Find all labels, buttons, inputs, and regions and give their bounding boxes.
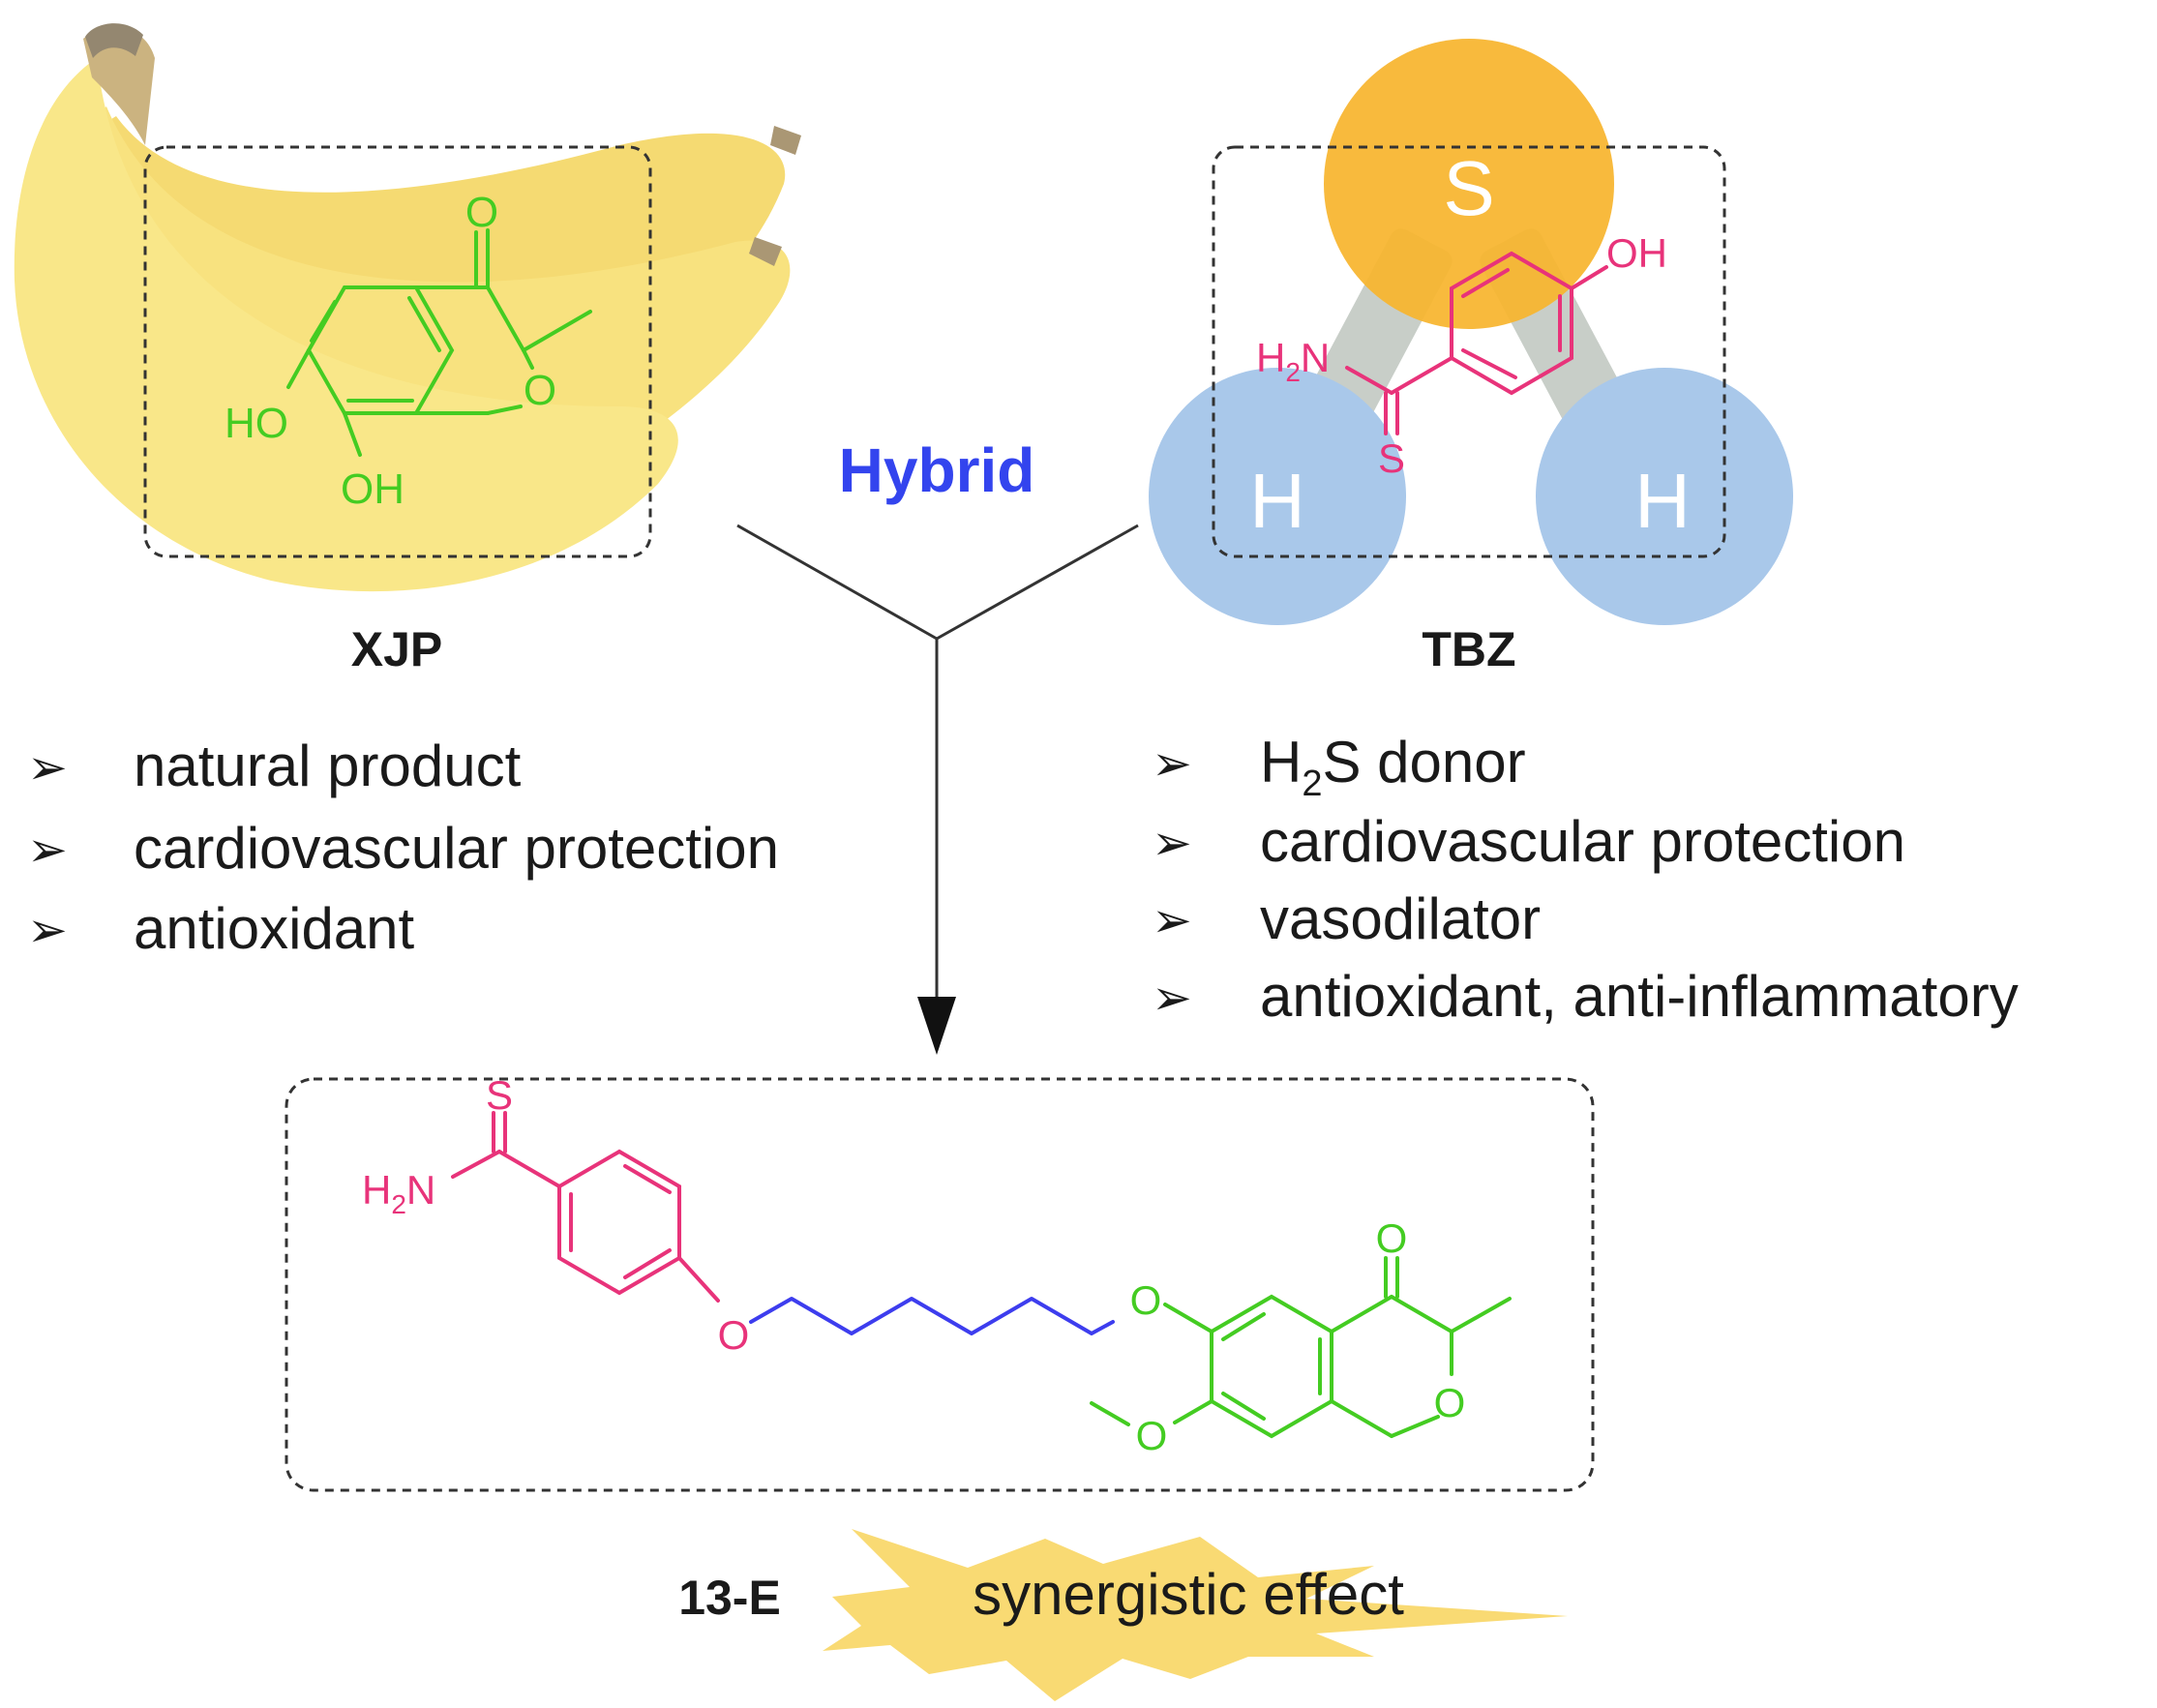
xjp-bullet-list: ➢ natural product ➢ cardiovascular prote… (27, 734, 779, 961)
tbz-h2n-h: H (1256, 335, 1285, 380)
tbz-thio-s: S (1378, 435, 1405, 481)
xjp-oh-label: OH (341, 465, 404, 513)
tbz-bullet-4: antioxidant, anti-inflammatory (1260, 964, 2019, 1029)
tbz-bullet-3: vasodilator (1260, 886, 1541, 951)
svg-text:H2N: H2N (1256, 335, 1330, 387)
xjp-carbonyl-o: O (465, 189, 498, 236)
tbz-h2n-label: H2N (1256, 335, 1330, 387)
hydrogen-left-label: H (1249, 458, 1305, 544)
sulfur-atom-label: S (1443, 145, 1494, 231)
banana-stem (83, 27, 155, 145)
arrow-head (917, 997, 956, 1055)
hydrogen-right-label: H (1634, 458, 1691, 544)
xjp-ring-o: O (524, 367, 556, 414)
tbz-structure (1345, 251, 1608, 435)
tbz-h2n-n: N (1301, 335, 1330, 380)
tbz-space-filling-model: S H H (1149, 39, 1793, 625)
banana-tip-2 (749, 237, 782, 266)
product-title: 13-E (678, 1571, 781, 1625)
hybrid-label: Hybrid (839, 435, 1035, 505)
tbz-h2n-sub: 2 (1285, 357, 1301, 387)
xjp-bullet-1: natural product (134, 734, 522, 798)
tbz-bullet-glyph-3: ➢ (1152, 893, 1192, 947)
hydrogen-atom-right (1536, 368, 1793, 625)
product-h2n-sub: 2 (391, 1189, 406, 1219)
xjp-bullet-glyph-2: ➢ (27, 823, 68, 877)
banana-tip-1 (770, 126, 801, 155)
product-thio-s: S (486, 1072, 513, 1118)
tbz-bullet-1-prefix: H (1260, 730, 1302, 794)
banana-front (14, 58, 678, 592)
product-methoxy-o: O (1136, 1413, 1168, 1458)
synergy-burst (823, 1529, 1568, 1701)
product-dashed-box (285, 1077, 1595, 1492)
product-ring-o: O (1434, 1380, 1466, 1425)
product-h2n-h: H (362, 1167, 391, 1213)
tbz-oh-label: OH (1606, 230, 1667, 276)
xjp-bullet-2: cardiovascular protection (134, 816, 779, 881)
sulfur-atom (1324, 39, 1614, 329)
xjp-bullet-3: antioxidant (134, 896, 415, 961)
product-o-pink: O (718, 1312, 750, 1358)
xjp-bullet-glyph-3: ➢ (27, 903, 68, 957)
tbz-bullet-glyph-4: ➢ (1152, 971, 1192, 1025)
product-o-green: O (1130, 1277, 1162, 1323)
tbz-bullet-1: H2S donor (1260, 730, 1526, 804)
product-h2n-n: N (406, 1167, 435, 1213)
banana-illustration (14, 23, 801, 592)
hybrid-arrow (736, 524, 1139, 997)
tbz-bullet-1-sub: 2 (1302, 764, 1322, 804)
banana-stem-tip (85, 23, 143, 58)
effect-label: synergistic effect (973, 1562, 1404, 1627)
tbz-bullet-glyph-2: ➢ (1152, 816, 1192, 870)
product-alkyl-linker (749, 1297, 1115, 1335)
tbz-bullet-glyph-1: ➢ (1152, 736, 1192, 791)
svg-text:H2N: H2N (362, 1167, 435, 1219)
tbz-title: TBZ (1422, 622, 1515, 676)
tbz-bullet-list: ➢ H2S donor ➢ cardiovascular protection … (1152, 730, 2019, 1029)
tbz-dashed-box (1212, 145, 1726, 558)
xjp-title: XJP (351, 622, 443, 676)
product-carbonyl-o: O (1376, 1215, 1408, 1261)
product-tbz-part (451, 1111, 720, 1303)
product-xjp-part (1090, 1256, 1512, 1439)
tbz-bullet-2: cardiovascular protection (1260, 809, 1905, 874)
xjp-structure (286, 228, 592, 457)
xjp-bullet-glyph-1: ➢ (27, 740, 68, 794)
product-h2n-label: H2N (362, 1167, 435, 1219)
xjp-ho-label: HO (225, 400, 288, 447)
tbz-bullet-1-suffix: S donor (1322, 730, 1525, 794)
